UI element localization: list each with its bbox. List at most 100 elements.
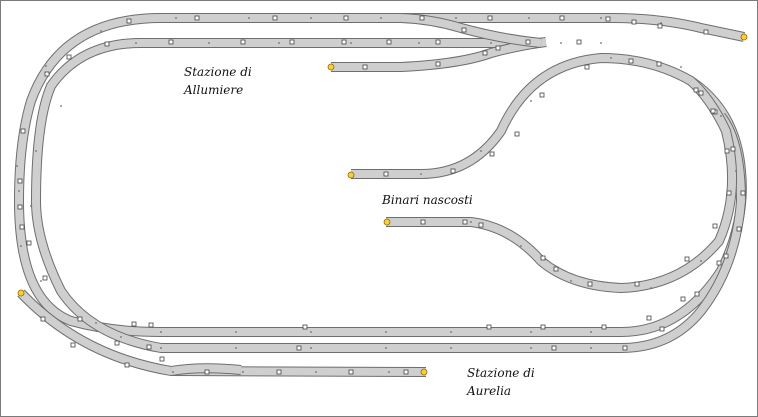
rail-joint: [385, 347, 387, 349]
rail-joint: [380, 17, 382, 19]
track-marker: [656, 61, 662, 67]
track-marker: [272, 15, 278, 21]
track-marker: [131, 321, 137, 327]
track-marker: [587, 281, 593, 287]
rail-joint: [590, 331, 592, 333]
rail-joint: [16, 165, 18, 167]
track-marker: [194, 15, 200, 21]
rail-joint: [40, 280, 42, 282]
track-marker: [698, 90, 704, 96]
rail-joint: [600, 17, 602, 19]
track-marker: [716, 260, 722, 266]
track-marker: [276, 369, 282, 375]
track-marker: [348, 369, 354, 375]
track-marker: [631, 19, 637, 25]
rail-joint: [520, 245, 522, 247]
rail-joint: [528, 17, 530, 19]
inner-loop-track: [31, 38, 746, 353]
rail-joint: [350, 42, 352, 44]
track-marker: [495, 45, 501, 51]
rail-joint: [175, 17, 177, 19]
track-marker: [44, 71, 50, 77]
rail-joint: [660, 22, 662, 24]
rail-joint: [310, 331, 312, 333]
track-marker: [584, 64, 590, 70]
track-marker: [386, 39, 392, 45]
track-marker: [420, 219, 426, 225]
rail-joint: [120, 336, 122, 338]
rail-joint: [470, 221, 472, 223]
track-marker: [486, 324, 492, 330]
track-marker: [435, 39, 441, 45]
rail-bed: [18, 290, 427, 376]
station-label-allumiere: Stazione di Allumiere: [184, 63, 252, 99]
track-marker: [20, 128, 26, 134]
aurelia-crossover-track: [170, 363, 242, 376]
rail-joint: [248, 17, 250, 19]
station-label-aurelia: Stazione di Aurelia: [467, 364, 535, 400]
track-marker: [461, 27, 467, 33]
rail-joint: [530, 100, 532, 102]
track-marker: [204, 369, 210, 375]
track-marker: [659, 326, 665, 332]
buffer-stop: [347, 171, 355, 179]
rail-joint: [418, 42, 420, 44]
track-marker: [576, 39, 582, 45]
track-marker: [26, 240, 32, 246]
track-marker: [724, 148, 730, 154]
rail-joint: [242, 371, 244, 373]
rail-joint: [18, 190, 20, 192]
rail-joint: [420, 173, 422, 175]
track-marker: [628, 58, 634, 64]
track-marker: [289, 39, 295, 45]
rail-joint: [95, 322, 97, 324]
rail-joint: [530, 331, 532, 333]
track-marker: [419, 15, 425, 21]
track-marker: [710, 108, 716, 114]
station-label-allumiere-line-1: Stazione di: [184, 65, 252, 79]
track-marker: [435, 61, 441, 67]
rail-bed: [15, 14, 746, 336]
sleeper-layer: [17, 15, 746, 375]
track-marker: [551, 345, 557, 351]
track-marker: [693, 87, 699, 93]
track-marker: [514, 131, 520, 137]
track-marker: [40, 316, 46, 322]
track-marker: [723, 253, 729, 259]
rail-joint: [530, 347, 532, 349]
rail-outline: [386, 77, 738, 293]
outer-loop-track: [14, 13, 747, 337]
track-marker: [694, 291, 700, 297]
track-marker: [622, 345, 628, 351]
track-marker: [70, 342, 76, 348]
track-marker: [77, 316, 83, 322]
joint-layer: [16, 17, 737, 373]
track-marker: [240, 39, 246, 45]
buffer-stop: [17, 289, 25, 297]
station-label-aurelia-line-2: Aurelia: [467, 384, 512, 398]
rail-joint: [560, 42, 562, 44]
rail-joint: [35, 150, 37, 152]
track-marker: [730, 146, 736, 152]
hidden-tracks-label-text: Binari nascosti: [382, 193, 473, 207]
rail-joint: [60, 105, 62, 107]
track-marker: [540, 255, 546, 261]
rail-joint: [160, 347, 162, 349]
buffer-stop: [327, 63, 335, 71]
rail-joint: [45, 65, 47, 67]
rail-joint: [208, 42, 210, 44]
buffer-stop-layer: [17, 33, 748, 376]
track-marker: [114, 340, 120, 346]
rail-joint: [600, 42, 602, 44]
hidden-tracks-label: Binari nascosti: [382, 191, 473, 209]
track-marker: [482, 50, 488, 56]
rail-joint: [315, 371, 317, 373]
rail-joint: [490, 42, 492, 44]
track-marker: [17, 178, 23, 184]
track-marker: [726, 190, 732, 196]
track-marker: [540, 324, 546, 330]
aurelia-siding-track: [17, 289, 427, 377]
track-marker: [168, 39, 174, 45]
rail-joint: [235, 331, 237, 333]
